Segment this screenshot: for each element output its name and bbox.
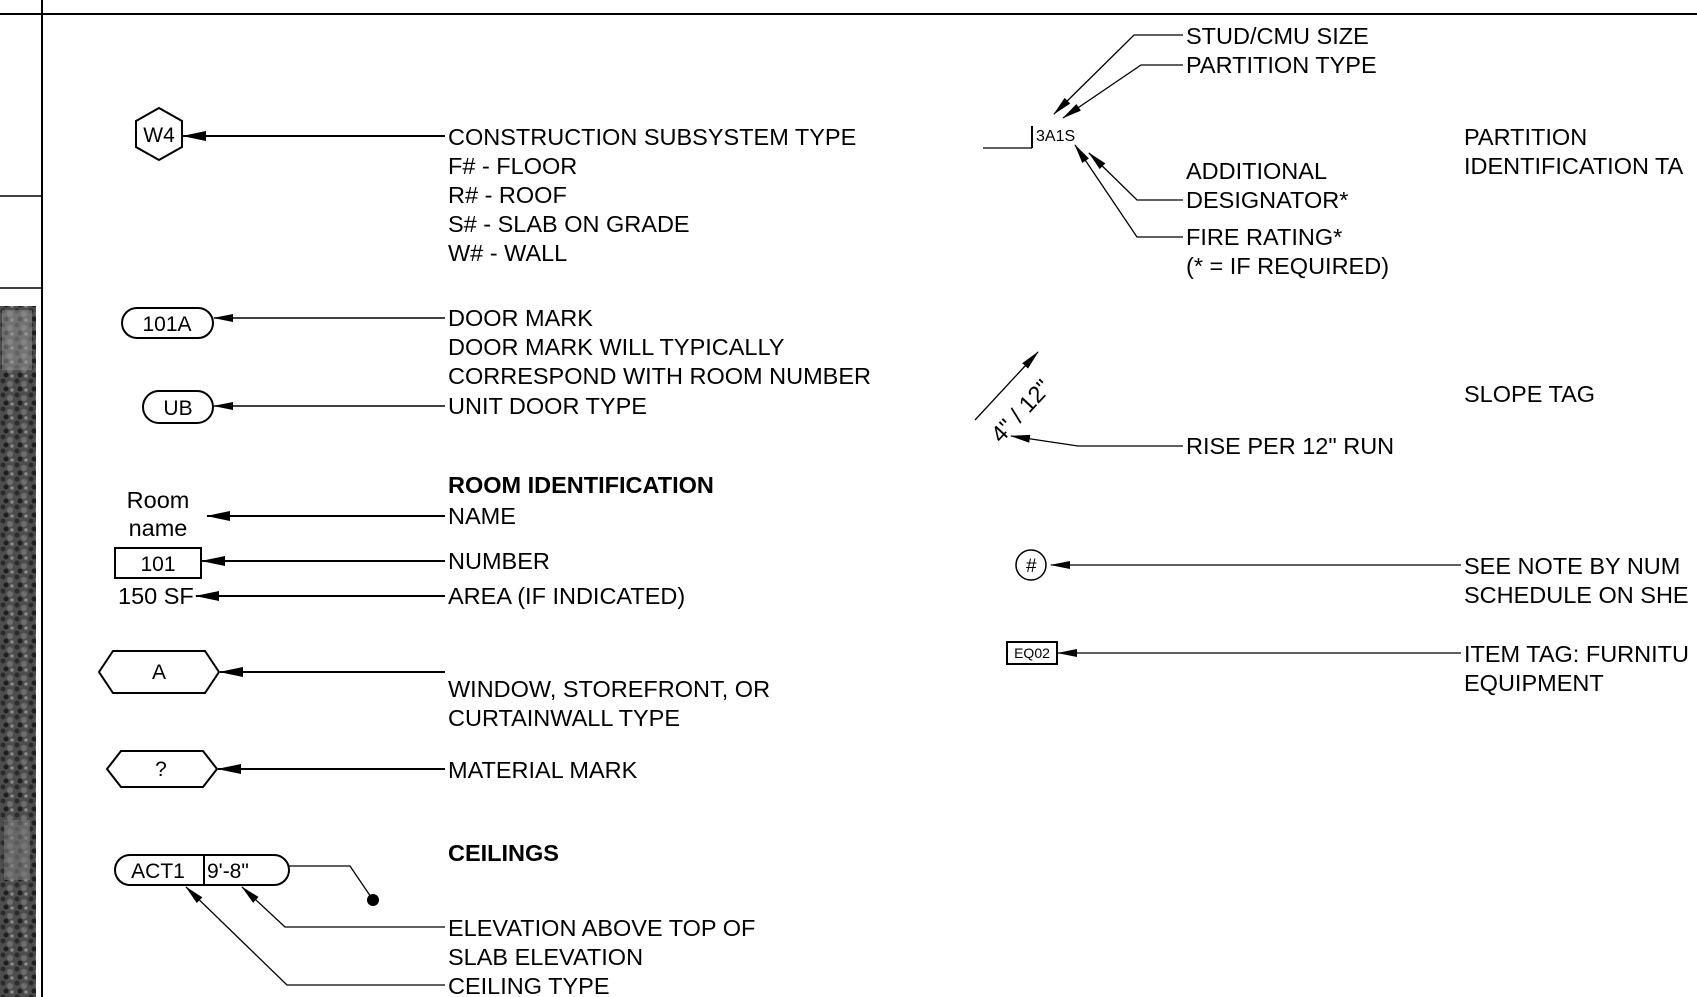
ceiling-leader: [289, 865, 374, 901]
subsystem-tag: W4: [135, 106, 183, 162]
svg-text:Room: Room: [127, 487, 190, 513]
svg-text:101A: 101A: [142, 313, 191, 336]
room-identification-heading: ROOM IDENTIFICATION: [448, 472, 714, 498]
door-mark-description: DOOR MARK DOOR MARK WILL TYPICALLY CORRE…: [448, 305, 871, 389]
leader-line: [1062, 64, 1183, 119]
svg-text:SLAB ELEVATION: SLAB ELEVATION: [448, 944, 643, 970]
svg-text:UB: UB: [163, 397, 192, 420]
svg-text:3A1S: 3A1S: [1036, 128, 1075, 145]
svg-text:CORRESPOND WITH ROOM NUMBER: CORRESPOND WITH ROOM NUMBER: [448, 363, 871, 389]
note-tag: #: [1015, 549, 1047, 581]
ceiling-leader-dot: [367, 894, 379, 906]
partition-identification-title: PARTITION IDENTIFICATION TA: [1464, 124, 1684, 179]
leader-line: [1053, 34, 1183, 115]
site-photo-strip: [0, 306, 36, 997]
leader-line: [1088, 152, 1183, 201]
svg-text:ITEM TAG: FURNITU: ITEM TAG: FURNITU: [1464, 641, 1689, 667]
material-mark-label: MATERIAL MARK: [448, 757, 638, 783]
item-description: ITEM TAG: FURNITU EQUIPMENT: [1464, 641, 1689, 696]
ceilings-heading: CEILINGS: [448, 840, 559, 866]
unit-door-type-label: UNIT DOOR TYPE: [448, 393, 647, 419]
svg-text:EQUIPMENT: EQUIPMENT: [1464, 670, 1604, 696]
room-name-tag: Room name: [127, 487, 190, 541]
svg-text:ELEVATION ABOVE TOP OF: ELEVATION ABOVE TOP OF: [448, 915, 755, 941]
svg-text:ACT1: ACT1: [131, 860, 185, 883]
stud-cmu-size-label: STUD/CMU SIZE: [1186, 23, 1369, 49]
slope-tag-title: SLOPE TAG: [1464, 381, 1595, 407]
leader-line: [1074, 144, 1183, 238]
leader-line: [185, 886, 445, 986]
window-type-description: WINDOW, STOREFRONT, OR CURTAINWALL TYPE: [448, 676, 770, 731]
svg-text:F# - FLOOR: F# - FLOOR: [448, 153, 577, 179]
partition-type-label: PARTITION TYPE: [1186, 52, 1377, 78]
partition-tag: 3A1S: [983, 126, 1075, 149]
subsystem-description: CONSTRUCTION SUBSYSTEM TYPE F# - FLOOR R…: [448, 124, 856, 266]
svg-text:name: name: [129, 515, 188, 541]
slope-tag-value: 4" / 12": [986, 374, 1056, 447]
additional-designator-label: ADDITIONAL DESIGNATOR*: [1186, 158, 1348, 213]
svg-text:(* = IF REQUIRED): (* = IF REQUIRED): [1186, 253, 1389, 279]
fire-rating-label: FIRE RATING* (* = IF REQUIRED): [1186, 224, 1389, 279]
svg-text:DOOR MARK WILL TYPICALLY: DOOR MARK WILL TYPICALLY: [448, 334, 785, 360]
unit-door-type-tag: UB: [142, 390, 214, 424]
svg-text:FIRE RATING*: FIRE RATING*: [1186, 224, 1342, 250]
slope-arrow: [974, 351, 1039, 421]
leader-line: [241, 886, 445, 928]
ceiling-type-label: CEILING TYPE: [448, 973, 610, 997]
svg-text:101: 101: [140, 553, 175, 576]
door-mark-tag: 101A: [121, 307, 214, 339]
svg-text:R# - ROOF: R# - ROOF: [448, 182, 567, 208]
svg-text:W# - WALL: W# - WALL: [448, 240, 567, 266]
svg-text:SEE NOTE BY NUM: SEE NOTE BY NUM: [1464, 553, 1680, 579]
svg-text:CONSTRUCTION SUBSYSTEM TYPE: CONSTRUCTION SUBSYSTEM TYPE: [448, 124, 856, 150]
room-number-tag: 101: [114, 547, 202, 579]
svg-text:IDENTIFICATION TA: IDENTIFICATION TA: [1464, 153, 1684, 179]
ceiling-elevation-description: ELEVATION ABOVE TOP OF SLAB ELEVATION: [448, 915, 755, 970]
svg-text:WINDOW, STOREFRONT, OR: WINDOW, STOREFRONT, OR: [448, 676, 770, 702]
svg-text:W4: W4: [143, 124, 175, 147]
svg-text:PARTITION: PARTITION: [1464, 124, 1587, 150]
svg-text:DESIGNATOR*: DESIGNATOR*: [1186, 187, 1348, 213]
svg-text:SCHEDULE ON SHE: SCHEDULE ON SHE: [1464, 582, 1689, 608]
svg-text:9'-8": 9'-8": [207, 860, 249, 883]
item-tag: EQ02: [1006, 641, 1058, 665]
svg-text:A: A: [152, 661, 166, 684]
room-area-tag: 150 SF: [118, 583, 194, 609]
leader-line: [1010, 434, 1183, 447]
window-type-tag: A: [97, 650, 221, 694]
svg-text:?: ?: [155, 758, 167, 781]
room-number-label: NUMBER: [448, 548, 550, 574]
svg-text:EQ02: EQ02: [1014, 645, 1050, 661]
room-area-label: AREA (IF INDICATED): [448, 583, 685, 609]
rise-per-run-label: RISE PER 12" RUN: [1186, 433, 1394, 459]
svg-text:#: #: [1026, 556, 1037, 577]
svg-text:ADDITIONAL: ADDITIONAL: [1186, 158, 1327, 184]
svg-text:S# - SLAB ON GRADE: S# - SLAB ON GRADE: [448, 211, 690, 237]
svg-text:CURTAINWALL TYPE: CURTAINWALL TYPE: [448, 705, 680, 731]
note-description: SEE NOTE BY NUM SCHEDULE ON SHE: [1464, 553, 1689, 608]
ceiling-tag: ACT1 9'-8": [114, 854, 290, 886]
material-mark-tag: ?: [105, 750, 219, 788]
room-name-label: NAME: [448, 503, 516, 529]
svg-text:DOOR MARK: DOOR MARK: [448, 305, 593, 331]
